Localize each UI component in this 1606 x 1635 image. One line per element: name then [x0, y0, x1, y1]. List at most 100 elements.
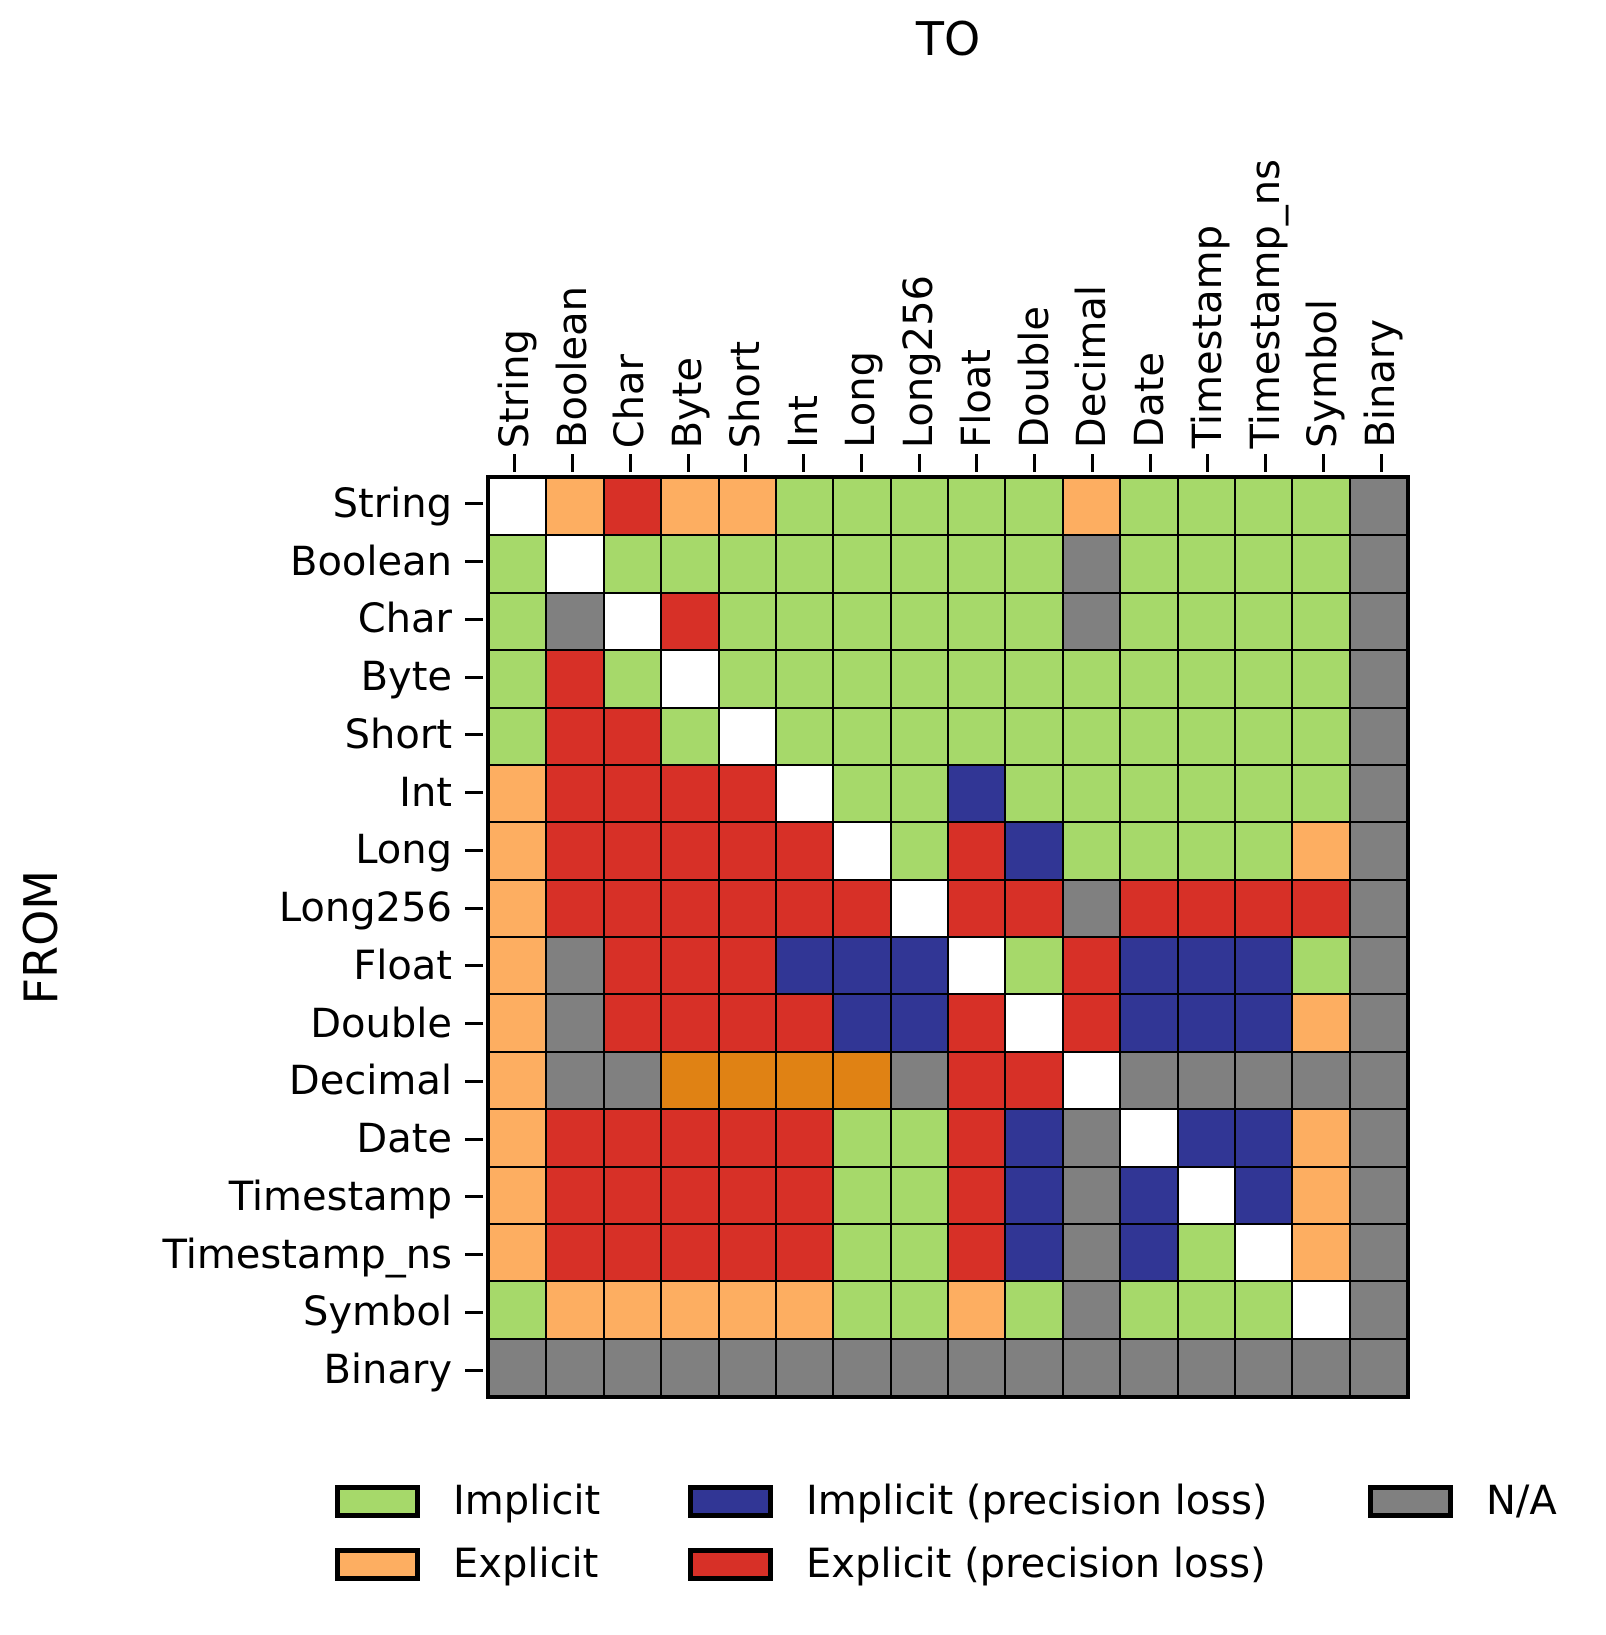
cell-Date-Long — [834, 1110, 890, 1166]
cell-Long256-Long — [834, 880, 890, 936]
cell-String-String — [490, 479, 546, 535]
cell-Boolean-Long — [834, 536, 890, 592]
cell-Int-Timestamp — [1178, 765, 1234, 822]
cell-Double-Symbol — [1293, 995, 1349, 1051]
cell-Long-Long — [834, 823, 890, 879]
left-tick — [465, 964, 483, 968]
cell-Long-Float — [949, 823, 1005, 879]
cell-Int-Binary — [1350, 765, 1406, 822]
cell-Decimal-Long256 — [891, 1052, 947, 1109]
cell-Char-Symbol — [1293, 593, 1349, 650]
cell-Int-Date — [1121, 765, 1177, 822]
col-label-Long256: Long256 — [896, 274, 943, 448]
top-tick — [802, 454, 806, 472]
row-label-Decimal: Decimal — [288, 1058, 452, 1105]
cell-Timestamp_ns-Float — [949, 1224, 1005, 1281]
cell-Long-Double — [1006, 823, 1062, 879]
cell-Timestamp_ns-Long — [834, 1224, 890, 1281]
cell-Long-Long256 — [891, 823, 947, 879]
cell-Double-Long — [834, 995, 890, 1051]
cell-Symbol-Binary — [1350, 1282, 1406, 1338]
col-label-Decimal: Decimal — [1069, 284, 1116, 448]
cell-Long-Byte — [662, 823, 718, 879]
cell-Byte-Decimal — [1063, 651, 1120, 707]
col-label-Double: Double — [1011, 306, 1058, 448]
cell-Timestamp_ns-String — [490, 1224, 546, 1281]
cell-Decimal-Symbol — [1293, 1052, 1349, 1109]
cell-Long-Timestamp — [1178, 823, 1234, 879]
cell-Date-Binary — [1350, 1110, 1406, 1166]
cell-String-Short — [719, 479, 775, 535]
cell-Long-String — [490, 823, 546, 879]
cell-Byte-Binary — [1350, 651, 1406, 707]
cell-Long256-Char — [604, 880, 661, 936]
left-tick — [465, 617, 483, 621]
cell-Float-Long — [834, 938, 890, 994]
cell-Double-Timestamp — [1178, 995, 1234, 1051]
cell-Timestamp_ns-Boolean — [547, 1224, 603, 1281]
cell-Binary-Short — [719, 1339, 775, 1395]
cell-Boolean-Timestamp_ns — [1235, 536, 1292, 592]
cell-Float-Date — [1121, 938, 1177, 994]
row-label-Char: Char — [357, 596, 452, 643]
cell-Date-Symbol — [1293, 1110, 1349, 1166]
cell-Int-Float — [949, 765, 1005, 822]
left-tick — [465, 560, 483, 564]
cell-String-Boolean — [547, 479, 603, 535]
top-tick — [975, 454, 979, 472]
cell-Float-Long256 — [891, 938, 947, 994]
row-label-Byte: Byte — [360, 654, 452, 701]
cell-Boolean-Binary — [1350, 536, 1406, 592]
cell-Decimal-Timestamp_ns — [1235, 1052, 1292, 1109]
legend-label-E: Explicit — [453, 1541, 599, 1587]
cell-Short-Timestamp — [1178, 708, 1234, 764]
cell-Timestamp_ns-Decimal — [1063, 1224, 1120, 1281]
cell-Byte-Date — [1121, 651, 1177, 707]
cell-Timestamp_ns-Timestamp_ns — [1235, 1224, 1292, 1281]
cell-String-Int — [776, 479, 833, 535]
cell-Double-Timestamp_ns — [1235, 995, 1292, 1051]
cell-Timestamp-Long256 — [891, 1167, 947, 1223]
cell-Timestamp-Boolean — [547, 1167, 603, 1223]
left-tick — [465, 1195, 483, 1199]
top-tick — [686, 454, 690, 472]
cell-Timestamp_ns-Double — [1006, 1224, 1062, 1281]
cell-Float-Short — [719, 938, 775, 994]
cell-Char-Boolean — [547, 593, 603, 650]
cell-Binary-Binary — [1350, 1339, 1406, 1395]
left-tick — [465, 848, 483, 852]
legend-swatch-NA — [1368, 1485, 1453, 1518]
cell-Long256-Symbol — [1293, 880, 1349, 936]
col-label-Short: Short — [722, 340, 769, 448]
cell-Float-Int — [776, 938, 833, 994]
cell-Long256-String — [490, 880, 546, 936]
cell-Decimal-Short — [719, 1052, 775, 1109]
row-label-Int: Int — [399, 769, 452, 816]
cell-Short-Long — [834, 708, 890, 764]
cell-Symbol-Boolean — [547, 1282, 603, 1338]
cell-Timestamp-String — [490, 1167, 546, 1223]
cell-Boolean-Double — [1006, 536, 1062, 592]
cell-Int-Int — [776, 765, 833, 822]
col-label-Float: Float — [953, 349, 1000, 448]
top-tick — [1033, 454, 1037, 472]
cell-Decimal-Decimal — [1063, 1052, 1120, 1109]
cell-Timestamp-Symbol — [1293, 1167, 1349, 1223]
top-tick — [1264, 454, 1268, 472]
cell-Byte-Symbol — [1293, 651, 1349, 707]
col-label-Byte: Byte — [665, 356, 712, 448]
cell-Binary-Double — [1006, 1339, 1062, 1395]
top-tick — [513, 454, 517, 472]
cell-Long-Timestamp_ns — [1235, 823, 1292, 879]
cell-Timestamp-Date — [1121, 1167, 1177, 1223]
axis-title-to: TO — [915, 12, 981, 66]
cell-Long-Decimal — [1063, 823, 1120, 879]
cell-Timestamp-Int — [776, 1167, 833, 1223]
cell-Int-Char — [604, 765, 661, 822]
cell-Date-Double — [1006, 1110, 1062, 1166]
cell-Short-String — [490, 708, 546, 764]
cell-Symbol-Char — [604, 1282, 661, 1338]
cell-Float-Char — [604, 938, 661, 994]
cell-Date-Char — [604, 1110, 661, 1166]
cell-Decimal-Binary — [1350, 1052, 1406, 1109]
